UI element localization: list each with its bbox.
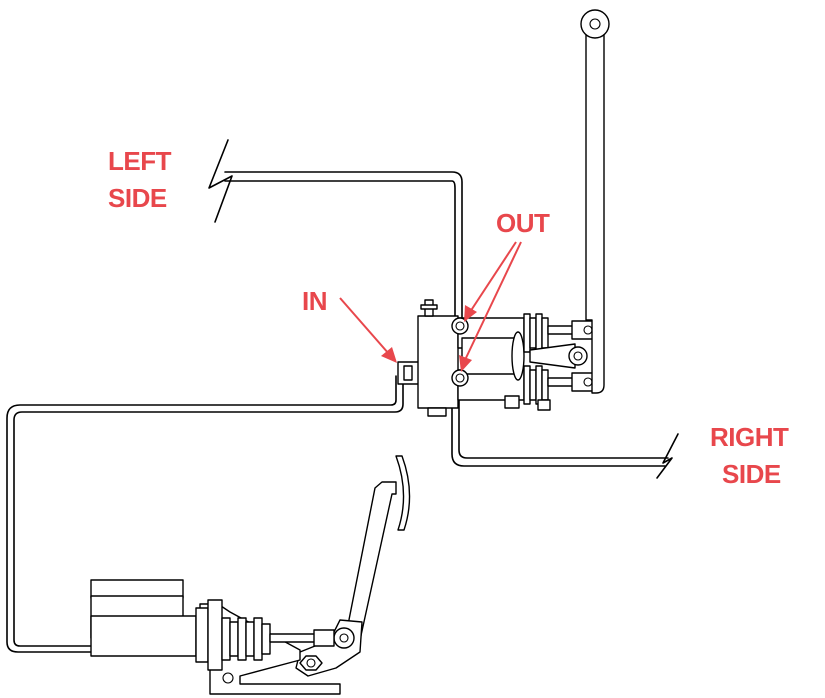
right-side-label-line1: RIGHT (710, 422, 789, 452)
feed-line (6, 375, 404, 653)
left-brake-line (208, 139, 463, 319)
in-arrow (339, 297, 397, 363)
brake-pedal (295, 455, 411, 677)
in-label: IN (302, 286, 327, 316)
balance-lever (580, 9, 610, 394)
out-label: OUT (496, 208, 550, 238)
right-side-label-line2: SIDE (722, 459, 781, 489)
balance-valve-assembly (397, 299, 595, 417)
right-side-label: RIGHT SIDE (710, 422, 790, 489)
master-cylinder-assembly (90, 579, 341, 695)
left-side-label-line2: SIDE (108, 183, 167, 213)
out-arrow-lower (459, 241, 522, 372)
right-brake-line (451, 387, 679, 479)
left-side-label-line1: LEFT (108, 146, 172, 176)
left-side-label: LEFT SIDE (108, 146, 172, 213)
out-arrow-upper (464, 241, 517, 322)
